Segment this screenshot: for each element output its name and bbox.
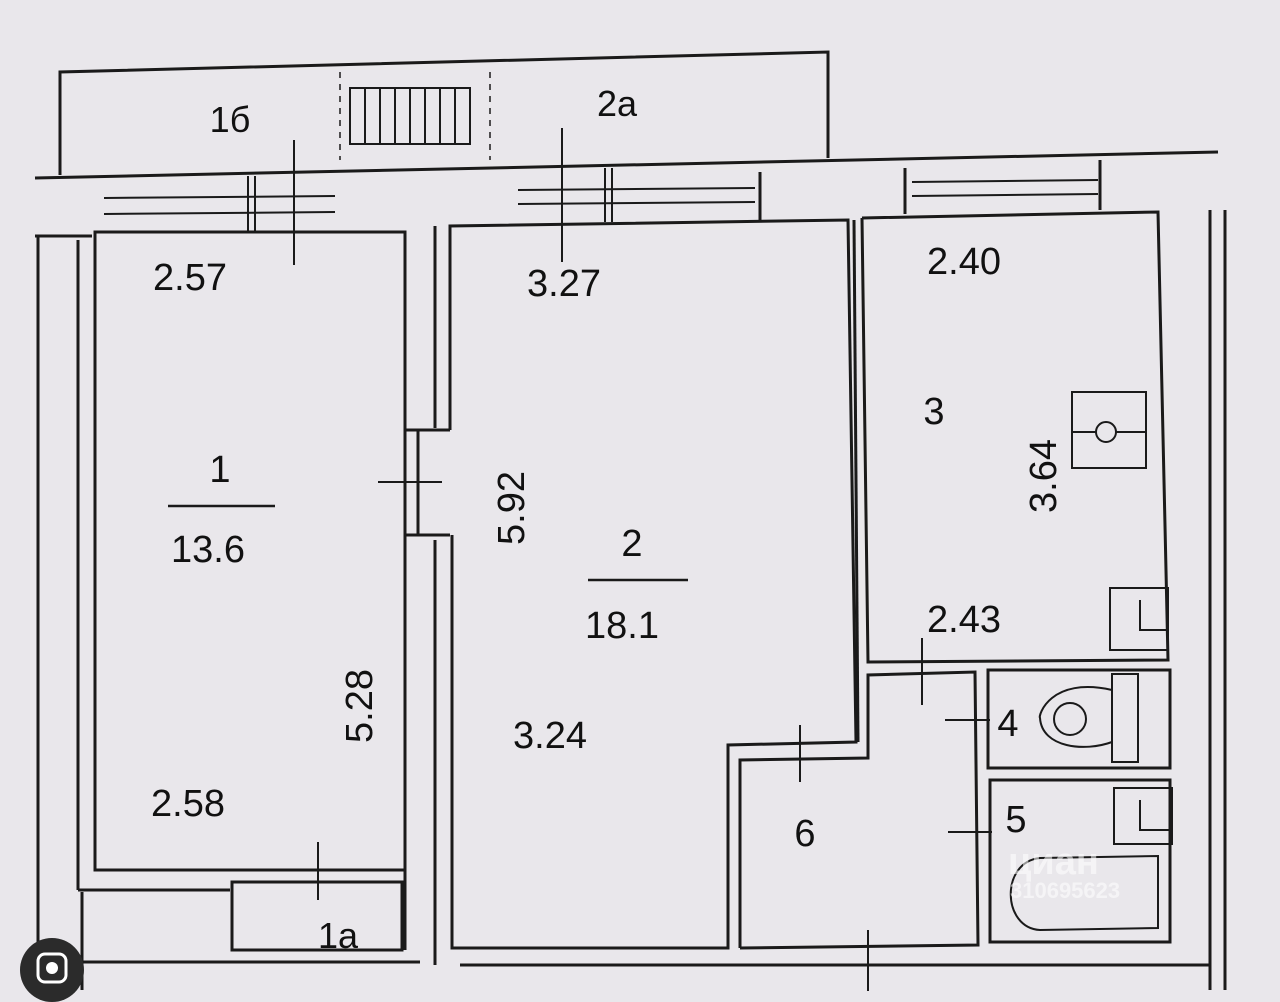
balcony — [58, 50, 830, 175]
room-5-number: 5 — [1005, 799, 1026, 841]
room-2a-label: 2а — [597, 83, 638, 124]
room-1-number: 1 — [209, 449, 230, 491]
watermark-brand: циан — [1008, 841, 1099, 883]
room-1b-label: 1б — [210, 99, 251, 140]
room-1a-label: 1а — [318, 915, 359, 956]
room-3-walls — [852, 210, 1170, 743]
room-6-walls — [738, 670, 980, 950]
room-1-walls — [76, 230, 407, 950]
exterior-wall — [34, 150, 1227, 990]
room-2-width-top: 3.27 — [527, 263, 601, 305]
door-1-2 — [378, 428, 450, 537]
room-2-width-bottom: 3.24 — [513, 715, 587, 757]
room-1-area: 13.6 — [171, 529, 245, 571]
room-3-number: 3 — [923, 391, 944, 433]
bottom-wall — [82, 960, 1210, 967]
room-2-area: 18.1 — [585, 605, 659, 647]
room-3-width-top: 2.40 — [927, 241, 1001, 283]
room-1-width-top: 2.57 — [153, 257, 227, 299]
room-2-length: 5.92 — [491, 471, 533, 545]
image-search-lens-icon[interactable] — [20, 938, 84, 1002]
dimension-ticks — [293, 128, 923, 991]
room-2-walls — [433, 218, 858, 965]
room-4-number: 4 — [997, 703, 1018, 745]
room-1-length: 5.28 — [339, 669, 381, 743]
room-2-number: 2 — [621, 523, 642, 565]
room-1-width-bottom: 2.58 — [151, 783, 225, 825]
room-4-walls — [945, 668, 1172, 770]
room-3-length: 3.64 — [1023, 439, 1065, 513]
room-3-width-bottom: 2.43 — [927, 599, 1001, 641]
watermark-id: 310695623 — [1010, 878, 1120, 903]
watermark: циан 310695623 — [1008, 841, 1120, 903]
room-6-number: 6 — [794, 813, 815, 855]
room-5-walls — [948, 778, 1173, 944]
